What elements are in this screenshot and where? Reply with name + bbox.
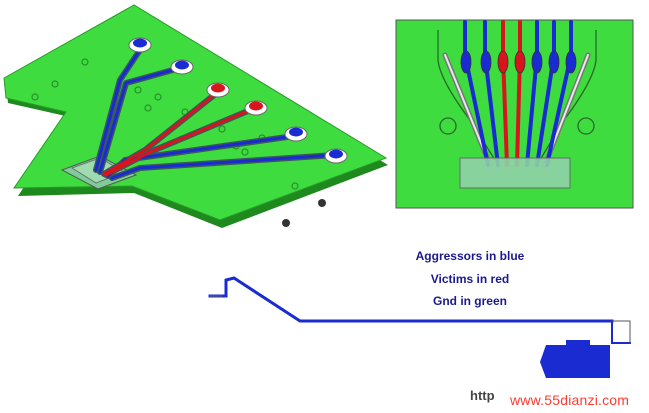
legend-aggressors: Aggressors in blue [415,249,525,263]
legend-ground: Gnd in green [432,294,507,308]
connector-body [540,345,610,378]
cross-section [208,276,631,344]
pcb-board-3d [3,4,388,228]
watermark-http: http [470,388,495,403]
via-pads [128,37,348,164]
legend-victims: Victims in red [430,272,510,286]
watermark-site: www.55dianzi.com [510,392,630,408]
zoomed-trace-view [395,19,634,209]
